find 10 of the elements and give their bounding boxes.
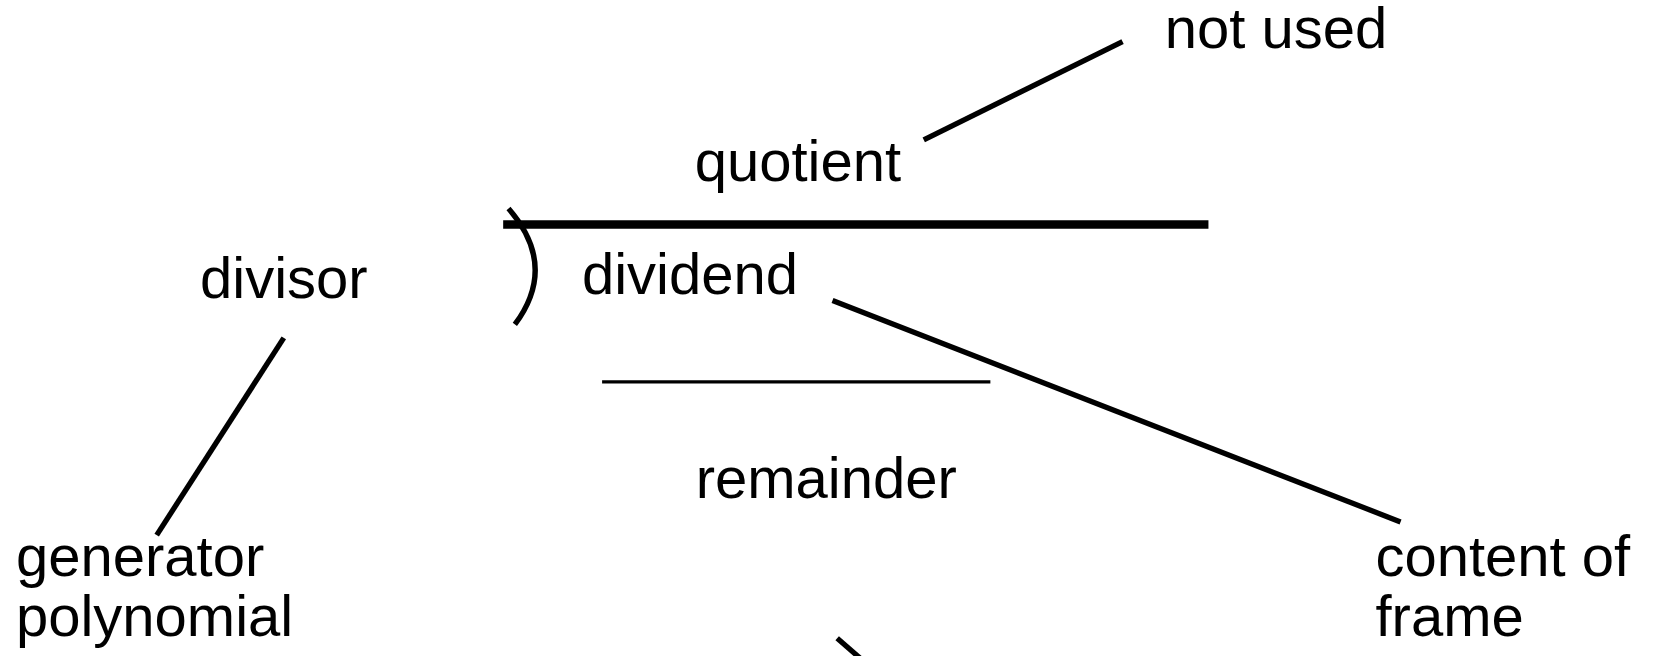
callout-label: not used — [1164, 0, 1388, 58]
divisor-label: divisor — [200, 247, 368, 308]
leader-line — [154, 336, 287, 537]
quotient-label: quotient — [694, 130, 902, 191]
dividend-label: dividend — [581, 243, 798, 304]
leader-line — [922, 39, 1124, 143]
callout-label: generator polynomial — [15, 525, 304, 646]
callout-label: content of frame — [1375, 525, 1655, 646]
leader-line — [831, 298, 1402, 525]
remainder-label: remainder — [695, 447, 957, 508]
